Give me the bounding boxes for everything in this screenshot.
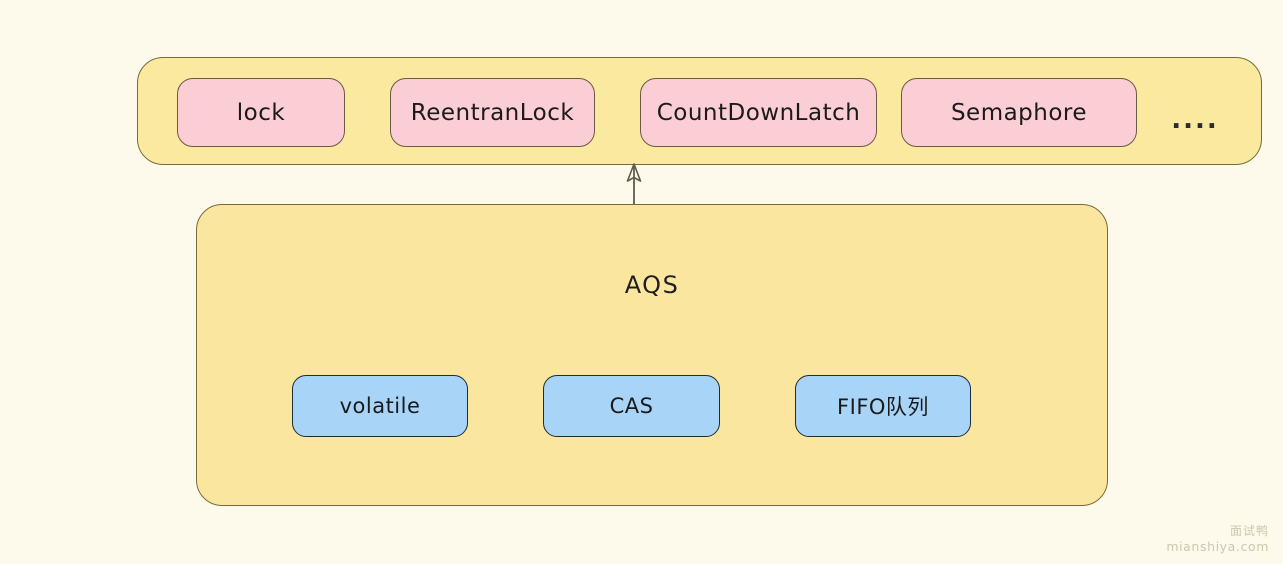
node-volatile[interactable]: volatile — [292, 375, 468, 437]
ellipsis-text: .... — [1171, 105, 1219, 135]
node-semaphore-label: Semaphore — [950, 99, 1088, 126]
watermark-en: mianshiya.com — [1166, 539, 1269, 555]
node-cas-label: CAS — [609, 394, 654, 418]
node-lock[interactable]: lock — [177, 78, 345, 147]
node-fifo-queue-label: FIFO队列 — [837, 395, 929, 419]
node-volatile-label: volatile — [339, 394, 421, 418]
node-semaphore[interactable]: Semaphore — [901, 78, 1137, 147]
node-countdownlatch-label: CountDownLatch — [656, 99, 861, 126]
aqs-title: AQS — [624, 271, 680, 299]
watermark-cn: 面试鸭 — [1229, 523, 1269, 538]
node-cas[interactable]: CAS — [543, 375, 720, 437]
watermark: 面试鸭 mianshiya.com — [1166, 523, 1269, 556]
node-reentranlock[interactable]: ReentranLock — [390, 78, 595, 147]
inheritance-arrow — [626, 163, 642, 205]
node-reentranlock-label: ReentranLock — [410, 99, 575, 126]
node-countdownlatch[interactable]: CountDownLatch — [640, 78, 877, 147]
node-fifo-queue[interactable]: FIFO队列 — [795, 375, 971, 437]
node-lock-label: lock — [236, 99, 286, 126]
aqs-container — [196, 204, 1108, 506]
